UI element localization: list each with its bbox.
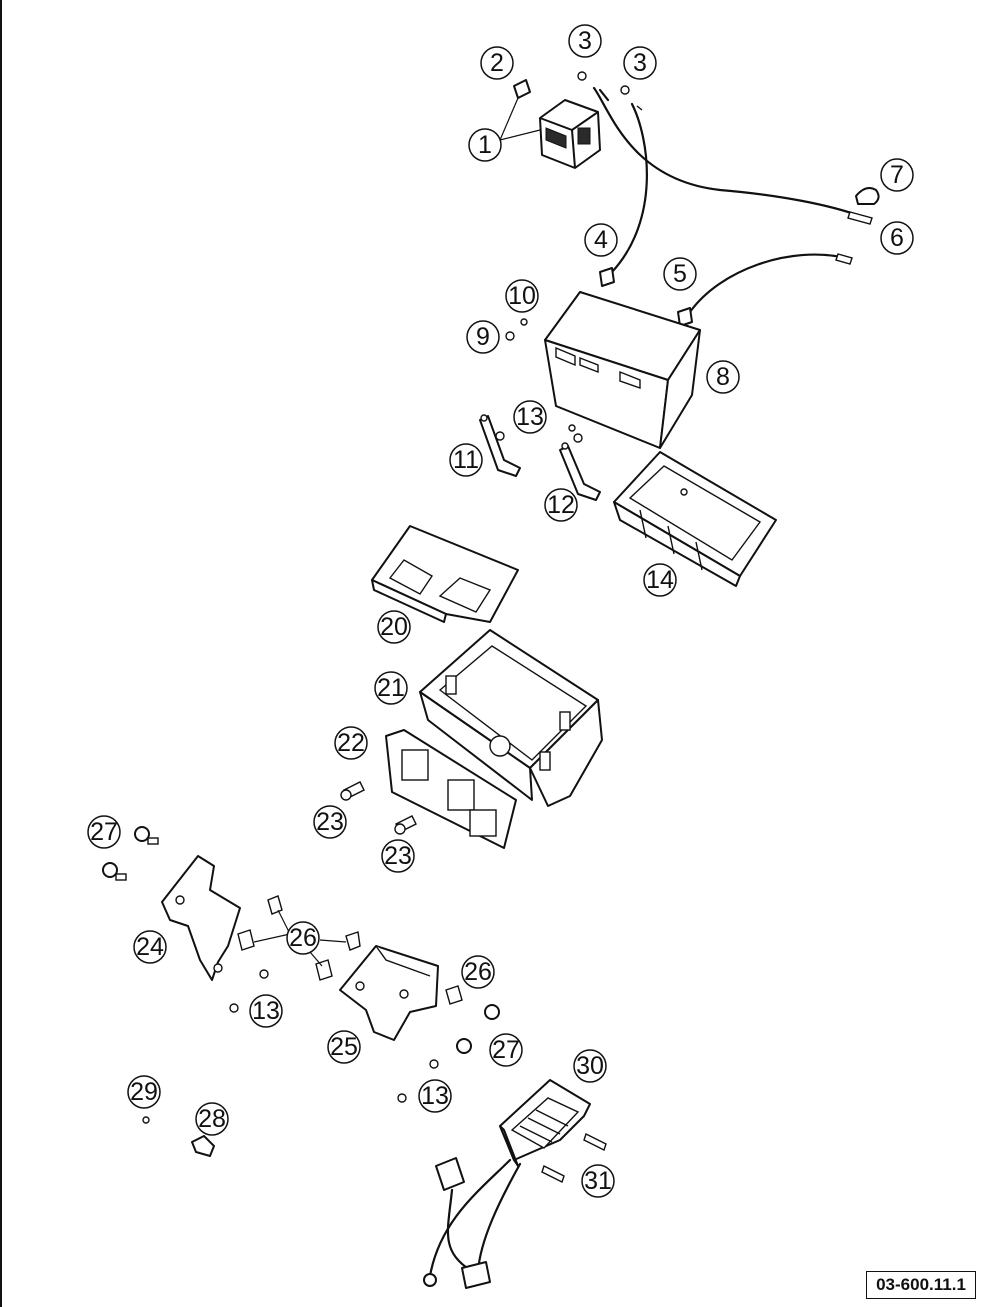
callout-23a: 23 [313, 805, 347, 839]
callout-7: 7 [880, 158, 914, 192]
svg-text:2: 2 [490, 49, 504, 77]
part-battery-holder [419, 629, 603, 807]
callout-9: 9 [466, 320, 500, 354]
callout-31: 31 [581, 1164, 615, 1198]
svg-text:13: 13 [252, 997, 280, 1025]
callout-5: 5 [663, 257, 697, 291]
svg-text:27: 27 [90, 818, 118, 846]
callout-3a: 3 [568, 24, 602, 58]
part-positive-lead [677, 253, 853, 327]
part-base-plate [385, 729, 517, 849]
part-starter-relay [539, 99, 601, 169]
svg-text:14: 14 [646, 566, 674, 594]
svg-text:13: 13 [421, 1082, 449, 1110]
svg-text:26: 26 [464, 958, 492, 986]
part-voltage-regulator [499, 1079, 591, 1167]
part-battery-tray [613, 451, 777, 587]
svg-text:23: 23 [316, 808, 344, 836]
svg-text:9: 9 [476, 323, 490, 351]
part-holder-right [339, 945, 439, 1041]
svg-text:11: 11 [453, 446, 479, 474]
leader-lines [253, 97, 541, 967]
callout-21: 21 [374, 671, 408, 705]
svg-text:7: 7 [890, 161, 904, 189]
callout-6: 6 [880, 221, 914, 255]
svg-text:3: 3 [633, 49, 647, 77]
part-bracket-right [559, 442, 601, 501]
callout-10: 10 [505, 279, 539, 313]
part-terminal-cap [855, 187, 880, 205]
callout-20: 20 [377, 610, 411, 644]
part-screw-holder [229, 969, 439, 1103]
callout-1: 1 [468, 128, 502, 162]
svg-text:27: 27 [492, 1036, 520, 1064]
callout-22: 22 [334, 726, 368, 760]
part-clamp [191, 1135, 215, 1157]
part-collar-bolts [102, 826, 500, 1054]
callout-28: 28 [195, 1102, 229, 1136]
svg-text:29: 29 [130, 1078, 158, 1106]
callout-13b: 13 [249, 994, 283, 1028]
part-screw-bracket [495, 424, 583, 443]
callout-24: 24 [133, 930, 167, 964]
svg-text:31: 31 [584, 1167, 612, 1195]
svg-text:3: 3 [578, 27, 592, 55]
svg-text:24: 24 [136, 933, 164, 961]
svg-text:30: 30 [576, 1052, 604, 1080]
svg-text:23: 23 [384, 842, 412, 870]
callout-29: 29 [127, 1075, 161, 1109]
part-battery-cover [371, 525, 519, 623]
part-battery [544, 291, 701, 449]
relay-wires [592, 86, 873, 274]
callout-23b: 23 [381, 839, 415, 873]
part-bracket-left [479, 414, 521, 477]
part-holder-left [161, 855, 241, 981]
page-border [0, 0, 2, 1307]
part-screw-top [577, 71, 630, 95]
svg-text:4: 4 [594, 226, 608, 254]
callout-8: 8 [706, 360, 740, 394]
callout-25: 25 [327, 1030, 361, 1064]
part-regulator-screws [541, 1133, 607, 1183]
svg-text:1: 1 [478, 131, 492, 159]
callout-4: 4 [584, 223, 618, 257]
callout-27b: 27 [489, 1033, 523, 1067]
svg-text:20: 20 [380, 613, 408, 641]
callout-27a: 27 [87, 815, 121, 849]
part-relay-cover [513, 79, 531, 99]
callout-3b: 3 [623, 46, 657, 80]
callout-14: 14 [643, 563, 677, 597]
regulator-harness [423, 1157, 522, 1289]
part-clips [237, 895, 463, 1005]
svg-text:8: 8 [716, 363, 730, 391]
part-terminal-bolt [505, 318, 528, 341]
callout-26b: 26 [461, 955, 495, 989]
svg-text:10: 10 [508, 282, 536, 310]
callout-30: 30 [573, 1049, 607, 1083]
svg-text:26: 26 [289, 924, 317, 952]
svg-text:12: 12 [547, 491, 575, 519]
part-screw-base [340, 781, 417, 835]
callout-2: 2 [480, 46, 514, 80]
svg-text:6: 6 [890, 224, 904, 252]
part-nut [142, 1116, 150, 1124]
svg-text:28: 28 [198, 1105, 226, 1133]
diagram-reference-code: 03-600.11.1 [866, 1271, 976, 1299]
callout-11: 11 [449, 443, 483, 477]
callout-13a: 13 [513, 400, 547, 434]
callout-26a: 26 [286, 921, 320, 955]
part-negative-lead [599, 267, 615, 287]
svg-text:21: 21 [377, 674, 405, 702]
svg-text:25: 25 [330, 1033, 358, 1061]
callout-12: 12 [544, 488, 578, 522]
svg-text:22: 22 [337, 729, 365, 757]
svg-text:5: 5 [673, 260, 687, 288]
callout-13c: 13 [418, 1079, 452, 1113]
svg-text:13: 13 [516, 403, 544, 431]
